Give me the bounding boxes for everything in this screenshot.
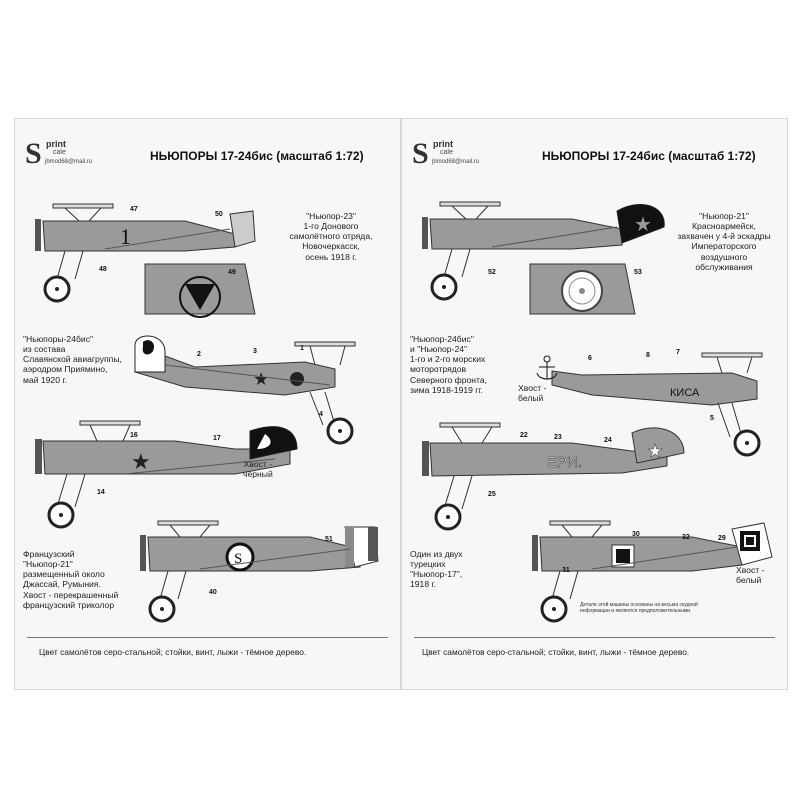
aircraft-drawing: ★: [134, 335, 356, 445]
aircraft-caption: "Ньюпор-24бис"и "Ньюпор-24"1-го и 2-го м…: [410, 334, 488, 395]
decal-number: 50: [215, 211, 223, 218]
left-sheet-drawings: 1 ★ ★: [35, 203, 379, 623]
logo-word: print: [433, 139, 453, 149]
logo-initial: S: [25, 137, 42, 170]
decal-number: 51: [325, 536, 333, 543]
disclaimer-note: Детали этой машины основаны на весьма ск…: [580, 602, 698, 614]
aircraft-drawing: КИСА: [551, 352, 763, 457]
decal-number: 48: [99, 266, 107, 273]
decal-number: 6: [588, 355, 592, 362]
anchor-icon: [536, 355, 558, 380]
decal-number: 2: [197, 351, 201, 358]
decal-number: 29: [718, 535, 726, 542]
decal-number: 1: [300, 345, 304, 352]
decal-number: 14: [97, 489, 105, 496]
svg-text:★: ★: [131, 449, 151, 474]
decal-number: 40: [209, 589, 217, 596]
tail-rudder: [144, 263, 256, 318]
logo-word: print: [46, 139, 66, 149]
decal-number: 53: [634, 269, 642, 276]
decal-number: 32: [682, 534, 690, 541]
decal-number: 52: [488, 269, 496, 276]
decal-number: 30: [632, 531, 640, 538]
svg-text:★: ★: [647, 441, 663, 461]
decal-number: 49: [228, 269, 236, 276]
decal-number: 7: [676, 349, 680, 356]
marking-text: S: [234, 551, 242, 567]
decal-number: 8: [646, 352, 650, 359]
aircraft-drawing: ★: [422, 201, 665, 301]
marking-text: ЕРИ.: [547, 454, 582, 471]
tail-rudder: [529, 263, 636, 315]
marking-text: КИСА: [670, 387, 700, 399]
aircraft-drawing: 1: [35, 203, 256, 303]
right-sheet-drawings: ★ КИСА: [422, 201, 773, 623]
decal-number: 24: [604, 437, 612, 444]
footer-note: Цвет самолётов серо-стальной; стойки, ви…: [422, 647, 690, 657]
svg-text:★: ★: [253, 369, 269, 389]
aircraft-drawing: S: [140, 520, 379, 623]
decal-number: 4: [319, 411, 323, 418]
logo-scale: cale: [440, 149, 453, 156]
decal-number: 47: [130, 206, 138, 213]
decal-number: 36: [620, 214, 628, 221]
logo-initial: S: [412, 137, 429, 170]
decal-number: 25: [488, 491, 496, 498]
aircraft-caption: "Ньюпор-21"Красноармейск,захвачен у 4-й …: [677, 211, 771, 272]
decal-number: 23: [554, 434, 562, 441]
aircraft-drawing: ★ ЕРИ.: [422, 422, 685, 531]
decal-sheet-right: ★ КИСА: [401, 118, 788, 690]
marking-text: 1: [120, 224, 131, 249]
decal-sheet-left: 1 ★ ★: [14, 118, 401, 690]
svg-text:★: ★: [634, 214, 652, 236]
logo-scale: cale: [53, 149, 66, 156]
decal-number: 16: [130, 432, 138, 439]
decal-number: 5: [710, 415, 714, 422]
aircraft-caption: Хвост -чёрный: [243, 459, 273, 480]
decal-number: 31: [562, 567, 570, 574]
decal-number: 22: [520, 432, 528, 439]
sheet-title: НЬЮПОРЫ 17-24бис (масштаб 1:72): [542, 149, 756, 163]
logo-email: jbmod68@mail.ru: [45, 159, 93, 165]
side-note: Хвост -белый: [518, 383, 547, 404]
decal-number: 3: [253, 348, 257, 355]
side-note: Хвост -белый: [736, 565, 765, 586]
divider: [27, 637, 388, 638]
sheet-title: НЬЮПОРЫ 17-24бис (масштаб 1:72): [150, 149, 364, 163]
divider: [414, 637, 775, 638]
aircraft-drawing: [532, 520, 773, 623]
logo-email: jbmod68@mail.ru: [432, 159, 480, 165]
footer-note: Цвет самолётов серо-стальной; стойки, ви…: [39, 647, 307, 657]
decal-number: 17: [213, 435, 221, 442]
aircraft-drawing: ★: [35, 420, 298, 529]
